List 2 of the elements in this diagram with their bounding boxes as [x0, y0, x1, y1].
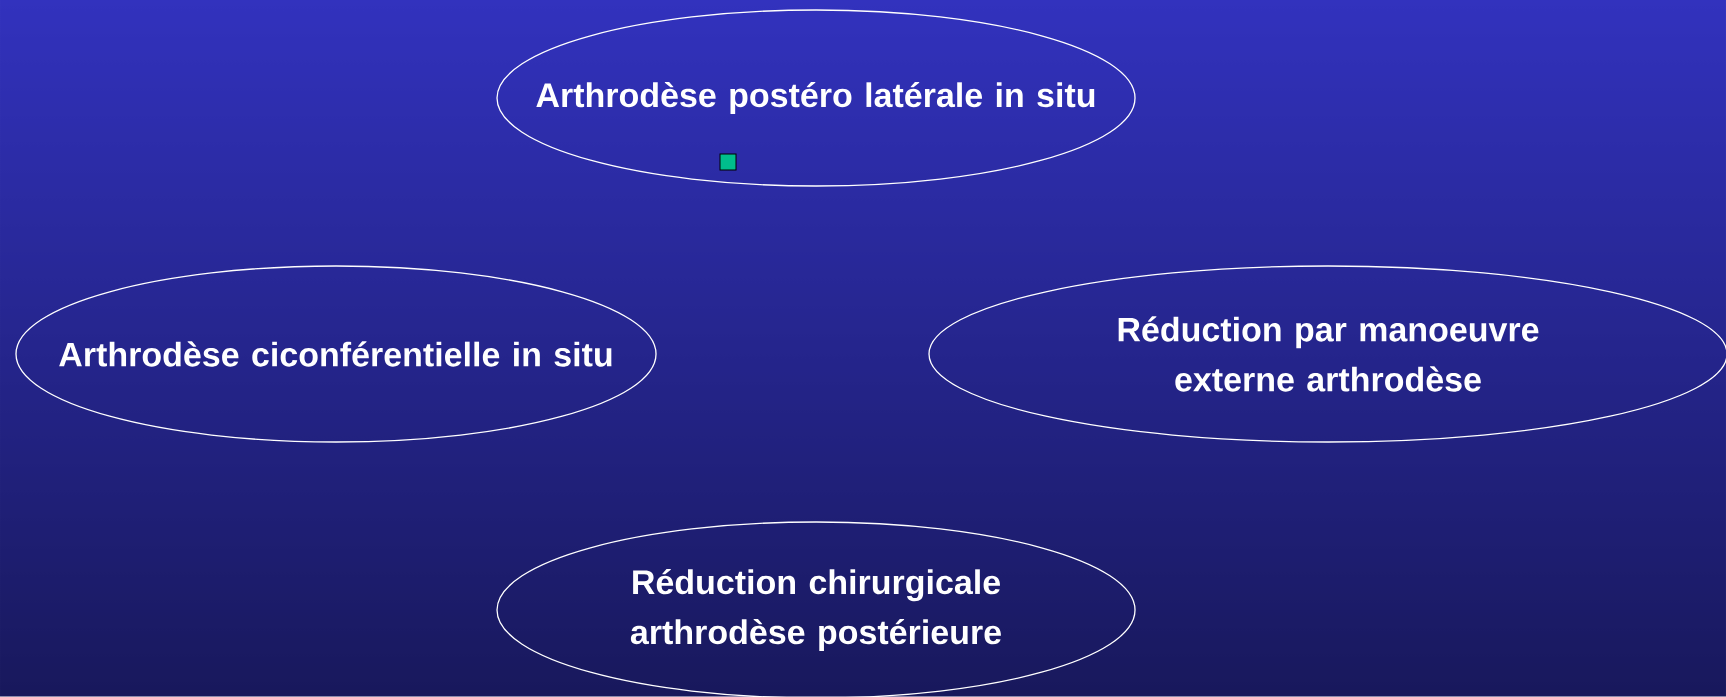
- ellipse-node: Arthrodèse postéro latérale in situ: [496, 9, 1136, 187]
- ellipse-node: Arthrodèse ciconférentielle in situ: [15, 265, 657, 443]
